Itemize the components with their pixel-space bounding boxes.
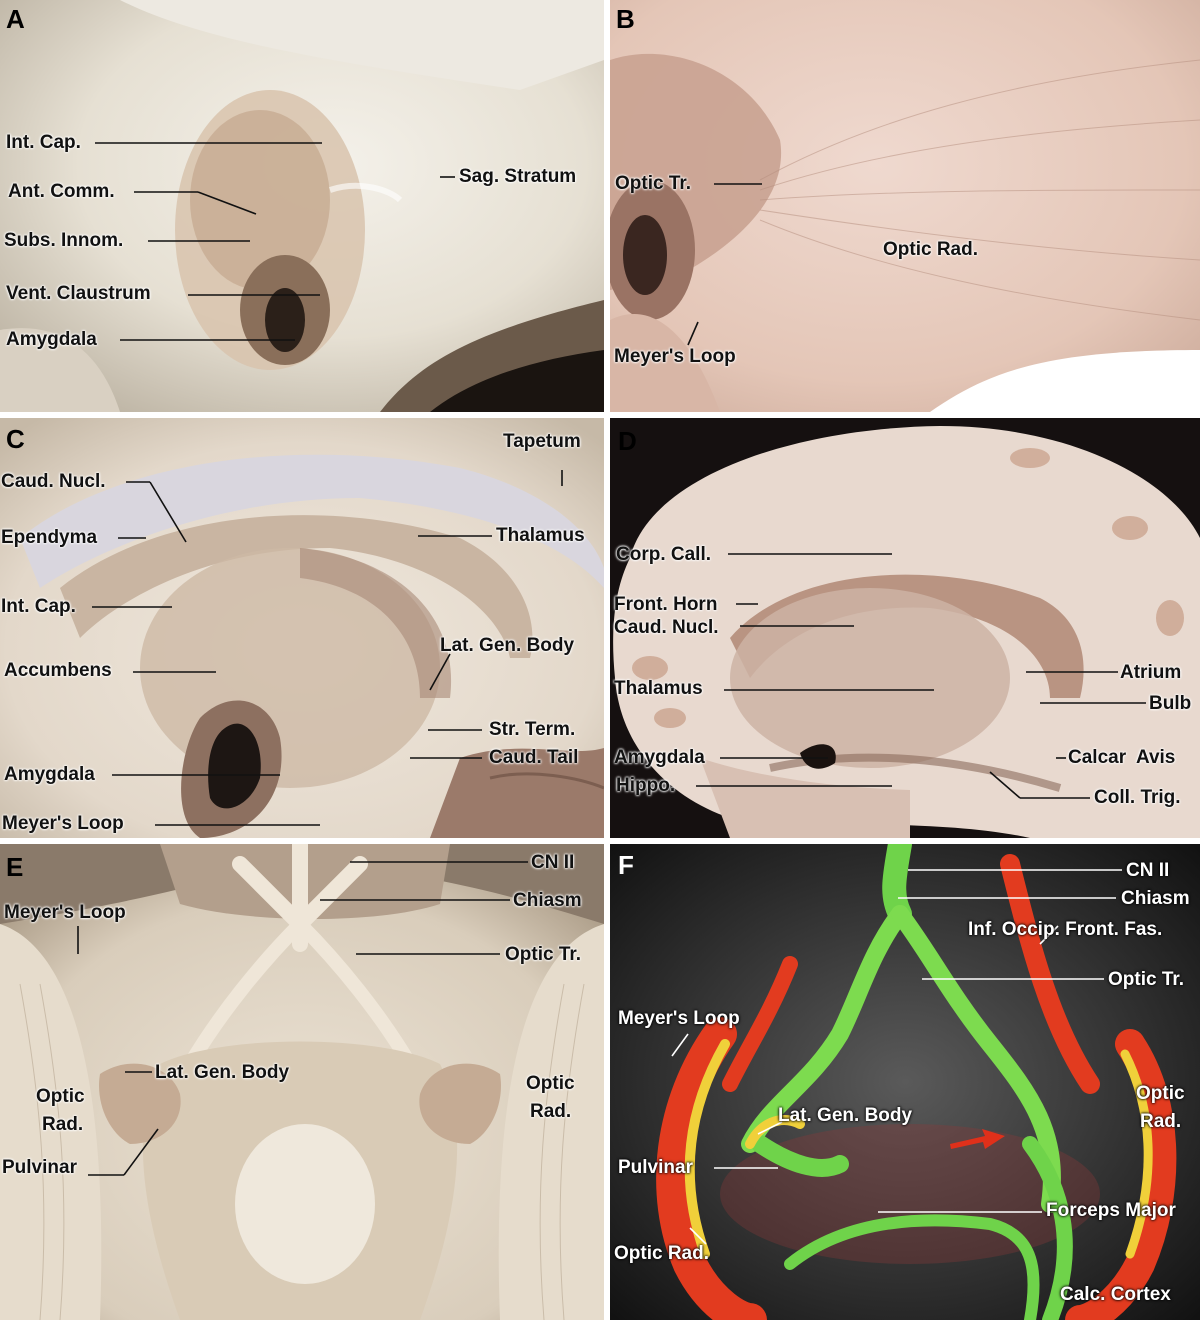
label-vent-claustrum: Vent. Claustrum: [6, 283, 151, 304]
label-cn-ii: CN II: [1126, 860, 1170, 881]
label-accumbens: Accumbens: [4, 660, 112, 681]
label-optic-rad-right-1: Optic: [526, 1073, 575, 1094]
label-lat-gen-body: Lat. Gen. Body: [155, 1062, 290, 1083]
label-bulb: Bulb: [1149, 693, 1192, 714]
label-chiasm: Chiasm: [513, 890, 582, 911]
label-optic-rad-right-1: Optic: [1136, 1083, 1185, 1104]
label-cn-ii: CN II: [531, 852, 575, 873]
label-caud-nucl: Caud. Nucl.: [1, 471, 106, 492]
label-meyers-loop: Meyer's Loop: [618, 1008, 740, 1029]
label-optic-rad-right-2: Rad.: [1140, 1111, 1182, 1132]
label-forceps-major: Forceps Major: [1046, 1200, 1176, 1221]
label-caud-nucl: Caud. Nucl.: [614, 617, 719, 638]
label-meyers-loop: Meyer's Loop: [614, 346, 736, 367]
label-amygdala: Amygdala: [4, 764, 95, 785]
label-hippo: Hippo.: [616, 775, 676, 796]
label-optic-rad: Optic Rad.: [883, 239, 979, 260]
label-atrium: Atrium: [1120, 662, 1182, 683]
label-ependyma: Ependyma: [1, 527, 98, 548]
label-sag-stratum: Sag. Stratum: [459, 166, 577, 187]
panel-f-tractography: [610, 844, 1200, 1320]
panel-b-letter: B: [616, 4, 635, 34]
label-optic-rad-right-2: Rad.: [530, 1101, 572, 1122]
label-meyers-loop: Meyer's Loop: [2, 813, 124, 834]
panel-e-letter: E: [6, 852, 24, 882]
label-inf-occip-front-fas: Inf. Occip. Front. Fas.: [968, 919, 1163, 940]
panel-f-letter: F: [618, 850, 634, 880]
label-pulvinar: Pulvinar: [2, 1157, 77, 1178]
label-int-cap: Int. Cap.: [6, 132, 81, 153]
label-optic-rad-left-1: Optic: [36, 1086, 85, 1107]
label-optic-tr: Optic Tr.: [615, 173, 692, 194]
label-calc-cortex: Calc. Cortex: [1060, 1284, 1171, 1305]
panel-a-photo: [0, 0, 604, 412]
label-tapetum: Tapetum: [503, 431, 581, 452]
panel-b: B Optic Tr. Optic Rad. Meyer's Loop: [610, 0, 1200, 412]
label-int-cap: Int. Cap.: [1, 596, 76, 617]
panel-c: C Tapetum Caud. Nucl. Ependyma Thalamus …: [0, 418, 604, 838]
panel-e: E CN II Meyer's Loop Chiasm Optic Tr. La…: [0, 844, 604, 1320]
panel-a-letter: A: [6, 4, 25, 34]
label-meyers-loop: Meyer's Loop: [4, 902, 126, 923]
panel-d-letter: D: [618, 426, 637, 456]
panel-e-photo: [0, 844, 604, 1320]
panel-d-photo: [610, 418, 1200, 838]
label-pulvinar: Pulvinar: [618, 1157, 693, 1178]
label-optic-tr: Optic Tr.: [1108, 969, 1185, 990]
label-chiasm: Chiasm: [1121, 888, 1190, 909]
label-amygdala: Amygdala: [6, 329, 97, 350]
label-lat-gen-body: Lat. Gen. Body: [440, 635, 575, 656]
label-optic-tr: Optic Tr.: [505, 944, 582, 965]
panel-b-photo: [610, 0, 1200, 412]
label-amygdala: Amygdala: [614, 747, 705, 768]
label-subs-innom: Subs. Innom.: [4, 230, 124, 251]
label-corp-call: Corp. Call.: [616, 544, 712, 565]
label-thalamus: Thalamus: [496, 525, 585, 546]
label-caud-tail: Caud. Tail: [489, 747, 579, 768]
label-lat-gen-body: Lat. Gen. Body: [778, 1105, 913, 1126]
panel-f: F CN II Chiasm Inf. Occip. Front. Fas. O…: [610, 844, 1200, 1320]
label-thalamus: Thalamus: [614, 678, 703, 699]
panel-c-photo: [0, 418, 604, 838]
panel-c-letter: C: [6, 424, 25, 454]
label-coll-trig: Coll. Trig.: [1094, 787, 1181, 808]
label-front-horn: Front. Horn: [614, 594, 718, 615]
label-optic-rad-left: Optic Rad.: [614, 1243, 710, 1264]
label-ant-comm: Ant. Comm.: [8, 181, 115, 202]
panel-a: A Int. Cap. Ant. Comm. Sag. Stratum Subs…: [0, 0, 604, 412]
label-optic-rad-left-2: Rad.: [42, 1114, 84, 1135]
label-calcar-avis: Calcar Avis: [1068, 747, 1176, 768]
label-str-term: Str. Term.: [489, 719, 576, 740]
panel-d: D Corp. Call. Front. Horn Caud. Nucl. At…: [610, 418, 1200, 838]
